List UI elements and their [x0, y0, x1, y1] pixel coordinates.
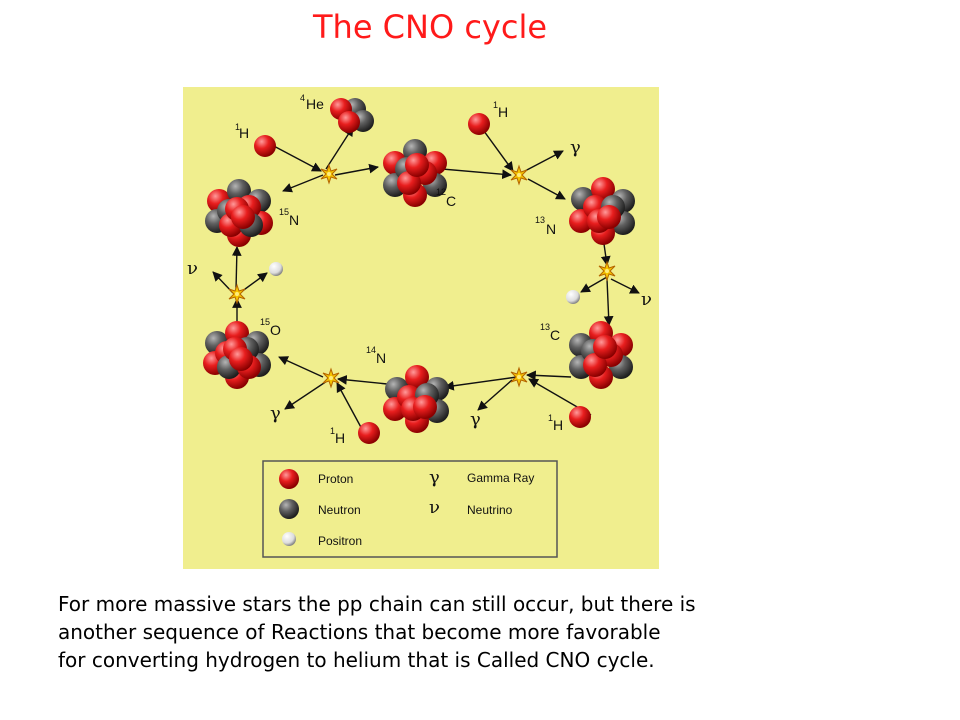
positron-left	[269, 262, 283, 276]
caption-line: another sequence of Reactions that becom…	[58, 620, 661, 644]
svg-text:O: O	[270, 322, 281, 338]
svg-text:H: H	[498, 104, 508, 120]
carbon-13-nucleus	[569, 321, 633, 389]
svg-text:Neutrino: Neutrino	[467, 503, 513, 517]
svg-text:ν: ν	[429, 497, 440, 518]
svg-text:15: 15	[260, 317, 270, 327]
svg-text:C: C	[446, 193, 456, 209]
proton-h1-bottom-right	[569, 406, 591, 428]
svg-text:ν: ν	[187, 258, 198, 279]
svg-text:γ: γ	[270, 403, 281, 424]
caption-line: For more massive stars the pp chain can …	[58, 592, 696, 616]
svg-text:Proton: Proton	[318, 472, 353, 486]
svg-text:13: 13	[540, 322, 550, 332]
positron-right	[566, 290, 580, 304]
svg-text:C: C	[550, 327, 560, 343]
caption-paragraph: For more massive stars the pp chain can …	[58, 590, 938, 674]
svg-text:14: 14	[366, 345, 376, 355]
proton-h1-bottom	[358, 422, 380, 444]
emission-symbols: γ ν γ γ ν	[187, 137, 652, 430]
svg-text:N: N	[376, 350, 386, 366]
svg-text:Gamma Ray: Gamma Ray	[467, 471, 534, 485]
svg-text:H: H	[553, 417, 563, 433]
legend: Proton Neutron Positron γ Gamma Ray ν Ne…	[262, 460, 558, 558]
svg-text:12: 12	[436, 187, 446, 197]
svg-text:1: 1	[235, 122, 240, 132]
svg-text:1: 1	[548, 413, 553, 423]
svg-text:N: N	[289, 212, 299, 228]
nucleus-labels: 4 He 1 H 1 H 15 N 12 C 13 N 15 O 14 N 13…	[235, 93, 563, 446]
cno-cycle-diagram: 4 He 1 H 1 H 15 N 12 C 13 N 15 O 14 N 13…	[183, 87, 659, 569]
svg-text:Positron: Positron	[318, 534, 362, 548]
svg-text:N: N	[546, 221, 556, 237]
legend-gamma-ray: γ Gamma Ray	[429, 467, 534, 488]
svg-text:γ: γ	[570, 137, 581, 158]
svg-text:Neutron: Neutron	[318, 503, 361, 517]
proton-h1-top	[254, 135, 276, 157]
svg-text:1: 1	[330, 426, 335, 436]
nitrogen-13-nucleus	[569, 177, 635, 245]
svg-text:H: H	[335, 430, 345, 446]
caption-line: for converting hydrogen to helium that i…	[58, 648, 655, 672]
nitrogen-15-nucleus	[205, 179, 273, 247]
legend-neutrino: ν Neutrino	[429, 497, 513, 518]
oxygen-15-nucleus	[203, 321, 271, 389]
nitrogen-14-nucleus	[383, 365, 449, 433]
svg-text:γ: γ	[429, 467, 440, 488]
page-title: The CNO cycle	[312, 8, 548, 46]
svg-text:15: 15	[279, 207, 289, 217]
proton-h1-top-right	[468, 113, 490, 135]
legend-proton: Proton	[279, 469, 353, 489]
svg-text:γ: γ	[470, 409, 481, 430]
svg-text:ν: ν	[641, 289, 652, 310]
legend-neutron: Neutron	[279, 499, 361, 519]
svg-text:H: H	[239, 125, 249, 141]
svg-text:13: 13	[535, 215, 545, 225]
svg-text:4: 4	[300, 93, 305, 103]
helium-4-nucleus	[330, 98, 374, 133]
carbon-12-nucleus	[383, 139, 447, 207]
legend-positron: Positron	[282, 532, 362, 548]
svg-text:1: 1	[493, 100, 498, 110]
svg-text:He: He	[306, 96, 324, 112]
